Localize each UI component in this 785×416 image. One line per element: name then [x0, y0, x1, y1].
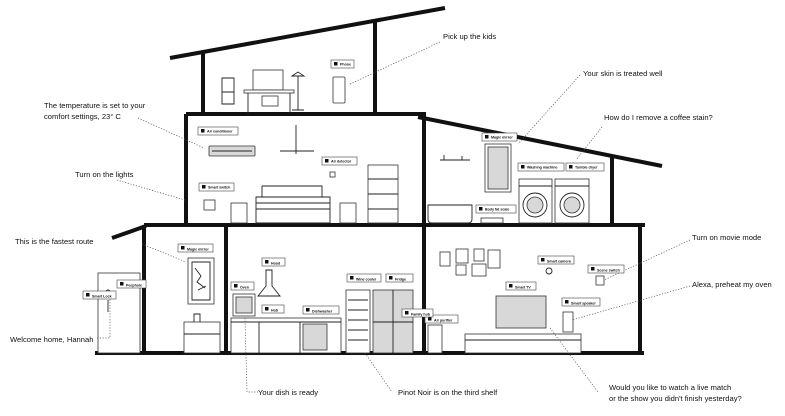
caption-temperature-line1: The temperature is set to your: [44, 101, 146, 110]
tag-label: Peephole: [126, 284, 142, 288]
toggle-icon: [509, 284, 513, 288]
tag-peephole: Peephole: [116, 279, 147, 289]
tag-magic-mirror-bath: Magic mirror: [481, 132, 518, 142]
tag-label: Dishwasher: [312, 310, 333, 314]
caption-movie: Turn on movie mode: [692, 233, 761, 242]
tag-label: Air conditioner: [207, 130, 233, 134]
tag-label: Wine cooler: [356, 278, 377, 282]
caption-lights: Turn on the lights: [75, 170, 134, 179]
caption-match-line1: Would you like to watch a live match: [609, 383, 731, 392]
toggle-icon: [428, 317, 432, 321]
tag-magic-mirror-hall: Magic mirror: [177, 243, 214, 253]
toggle-icon: [485, 135, 489, 139]
hallway-furniture: [97, 257, 221, 354]
caption-welcome: Welcome home, Hannah: [10, 335, 93, 344]
tag-label: Smart switch: [208, 186, 230, 190]
living-room-furniture: [427, 248, 605, 354]
toggle-icon: [306, 308, 310, 312]
caption-pinot: Pinot Noir is on the third shelf: [398, 388, 498, 397]
toggle-icon: [325, 159, 329, 163]
toggle-icon: [405, 311, 409, 315]
tag-phone: Phone: [330, 59, 355, 69]
tag-label: Family hub: [411, 313, 431, 317]
toggle-icon: [86, 293, 90, 297]
toggle-icon: [541, 258, 545, 262]
tag-scene-switch: Scene switch: [587, 264, 625, 274]
tag-label: Phone: [340, 63, 351, 67]
caption-skin: Your skin is treated well: [583, 69, 663, 78]
caption-dish: Your dish is ready: [258, 388, 318, 397]
bedroom-furniture: [203, 125, 399, 224]
tag-smart-lock: Smart Lock: [82, 290, 117, 300]
tag-family-hub: Family hub: [401, 308, 434, 318]
tag-air-conditioner: Air conditioner: [197, 126, 239, 136]
tag-label: Air purifier: [434, 319, 453, 323]
leader-lines: [97, 41, 691, 393]
tag-label: Body fat scale: [485, 208, 509, 212]
tag-air-purifier: Air purifier: [424, 314, 459, 324]
tag-air-detector: Air detector: [321, 156, 358, 166]
tag-washing-machine: Washing machine: [517, 162, 565, 172]
device-tags: Phone Air conditioner Air detector Smart…: [82, 59, 625, 324]
bathroom-furniture: [427, 143, 590, 224]
tag-label: Fridge: [395, 278, 406, 282]
tag-smart-tv: Smart TV: [505, 281, 537, 291]
toggle-icon: [181, 246, 185, 250]
tag-label: Magic mirror: [187, 248, 209, 252]
caption-temperature-line2: comfort settings, 23° C: [44, 112, 121, 121]
tag-label: Hob: [271, 309, 279, 313]
toggle-icon: [265, 260, 269, 264]
tag-smart-camera: Smart camera: [537, 255, 575, 265]
toggle-icon: [479, 207, 483, 211]
tag-smart-speaker: Smart speaker: [561, 297, 601, 307]
toggle-icon: [569, 165, 573, 169]
toggle-icon: [565, 300, 569, 304]
toggle-icon: [201, 129, 205, 133]
caption-pickup: Pick up the kids: [443, 32, 496, 41]
tag-body-fat-scale: Body fat scale: [475, 204, 517, 214]
tag-label: Smart TV: [515, 286, 531, 290]
toggle-icon: [334, 62, 338, 66]
tag-fridge: Fridge: [385, 273, 414, 283]
tag-hob: Hob: [261, 304, 285, 314]
toggle-icon: [521, 165, 525, 169]
tag-oven: Oven: [230, 281, 255, 291]
tag-label: Smart speaker: [571, 302, 596, 306]
toggle-icon: [350, 276, 354, 280]
tag-label: Tumble dryer: [575, 166, 598, 170]
toggle-icon: [591, 267, 595, 271]
toggle-icon: [202, 185, 206, 189]
toggle-icon: [234, 284, 238, 288]
tag-label: Washing machine: [527, 166, 557, 170]
caption-oven: Alexa, preheat my oven: [692, 280, 772, 289]
toggle-icon: [120, 282, 124, 286]
tag-label: Scene switch: [597, 269, 620, 273]
attic-furniture: [221, 69, 346, 114]
tag-label: Magic mirror: [491, 136, 513, 140]
tag-wine-cooler: Wine cooler: [346, 273, 382, 283]
tag-label: Hood: [271, 262, 280, 266]
tag-tumble-dryer: Tumble dryer: [565, 162, 605, 172]
caption-match-line2: or the show you didn't finish yesterday?: [609, 394, 742, 403]
tag-dishwasher: Dishwasher: [302, 305, 340, 315]
tag-label: Smart Lock: [92, 295, 112, 299]
toggle-icon: [389, 276, 393, 280]
tag-label: Oven: [240, 286, 249, 290]
toggle-icon: [265, 307, 269, 311]
tag-label: Smart camera: [547, 260, 572, 264]
tag-label: Air detector: [331, 160, 352, 164]
captions: Pick up the kids Your skin is treated we…: [10, 32, 772, 403]
caption-coffee: How do I remove a coffee stain?: [604, 113, 713, 122]
tag-smart-switch: Smart switch: [198, 182, 235, 192]
caption-route: This is the fastest route: [15, 237, 94, 246]
tag-hood: Hood: [261, 257, 286, 267]
kitchen-furniture: [230, 269, 414, 354]
